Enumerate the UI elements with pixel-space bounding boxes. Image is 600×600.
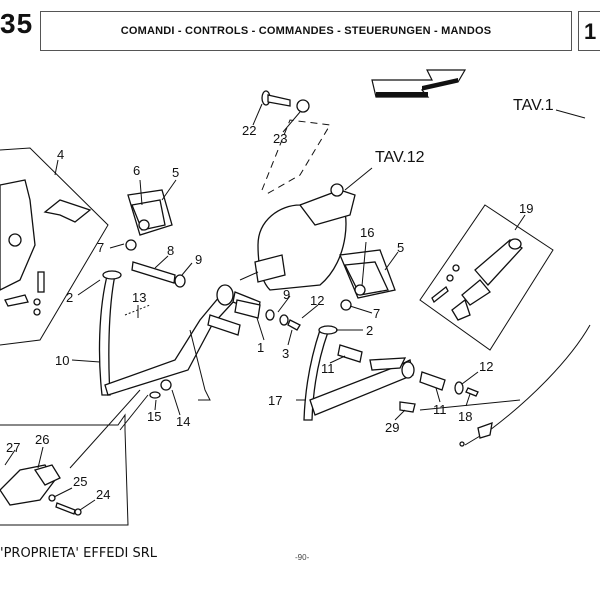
callout-27: 27 xyxy=(6,440,20,455)
pedal-lever-10 xyxy=(98,270,261,396)
leader-lines xyxy=(4,103,586,511)
callout-10: 10 xyxy=(55,353,69,368)
callout-5: 5 xyxy=(172,165,179,180)
washer-9 xyxy=(174,274,186,288)
callout-9b: 9 xyxy=(283,287,290,302)
callout-2b: 2 xyxy=(366,323,373,338)
nut-7b xyxy=(340,299,352,311)
brake-booster xyxy=(239,183,356,291)
callout-15: 15 xyxy=(147,409,161,424)
pedal-pad-6-5 xyxy=(127,189,173,236)
detail-panel-19 xyxy=(419,204,554,351)
pin-8 xyxy=(131,261,176,284)
nipple-18 xyxy=(465,387,479,397)
reference-tav-12: TAV.12 xyxy=(375,149,425,166)
callout-8: 8 xyxy=(167,243,174,258)
detail-panel-4 xyxy=(0,147,109,346)
callout-18: 18 xyxy=(458,409,472,424)
callout-12: 12 xyxy=(310,293,324,308)
callout-11a: 11 xyxy=(321,361,335,376)
callout-9: 9 xyxy=(195,252,202,267)
reference-tav-1: TAV.1 xyxy=(513,97,554,114)
callout-2: 2 xyxy=(66,290,73,305)
callout-26: 26 xyxy=(35,432,49,447)
page-number: -90- xyxy=(295,553,310,562)
callout-14: 14 xyxy=(176,414,190,429)
bushing-1 xyxy=(234,299,261,319)
callout-7: 7 xyxy=(97,240,104,255)
detail-panel-24-27 xyxy=(0,413,129,526)
pedal-lever-17 xyxy=(303,325,415,421)
page-title: COMANDI - CONTROLS - COMMANDES - STEUERU… xyxy=(40,11,572,51)
callout-17: 17 xyxy=(268,393,282,408)
callout-16: 16 xyxy=(360,225,374,240)
callout-22: 22 xyxy=(242,123,256,138)
callout-25: 25 xyxy=(73,474,87,489)
pedal-pad-16-5 xyxy=(339,249,396,299)
callout-11b: 11 xyxy=(433,402,447,417)
clutch-cable xyxy=(459,324,591,447)
washer-9b xyxy=(265,309,275,321)
pin-14 xyxy=(160,379,172,391)
bushing-11a xyxy=(337,344,363,363)
callout-1: 1 xyxy=(257,340,264,355)
direction-arrow-icon xyxy=(371,69,467,98)
pin-29 xyxy=(399,401,416,413)
screw-3 xyxy=(287,319,301,331)
clip-12 xyxy=(279,314,289,326)
section-number: 35 xyxy=(0,8,34,39)
bushing-11b xyxy=(419,371,446,391)
nut-7 xyxy=(125,239,137,251)
callout-4: 4 xyxy=(57,147,64,162)
callout-13: 13 xyxy=(132,290,146,305)
callout-5b: 5 xyxy=(397,240,404,255)
table-number: 1 xyxy=(578,11,600,51)
bolt-22 xyxy=(261,90,291,107)
callout-3: 3 xyxy=(282,346,289,361)
callout-19: 19 xyxy=(519,201,533,216)
clip-12b xyxy=(454,381,464,395)
page-title-text: COMANDI - CONTROLS - COMMANDES - STEUERU… xyxy=(120,25,492,37)
clip-15 xyxy=(149,391,161,399)
callout-7b: 7 xyxy=(373,306,380,321)
callout-29: 29 xyxy=(385,420,399,435)
copyright-notice: 'PROPRIETA' EFFEDI SRL xyxy=(0,546,158,561)
callout-12b: 12 xyxy=(479,359,493,374)
callout-24: 24 xyxy=(96,487,110,502)
callout-6: 6 xyxy=(133,163,140,178)
callout-23: 23 xyxy=(273,131,287,146)
nut-23 xyxy=(296,99,310,113)
callout-labels: 4 6 5 7 8 9 2 13 10 15 14 22 23 TAV.12 T… xyxy=(6,97,554,502)
